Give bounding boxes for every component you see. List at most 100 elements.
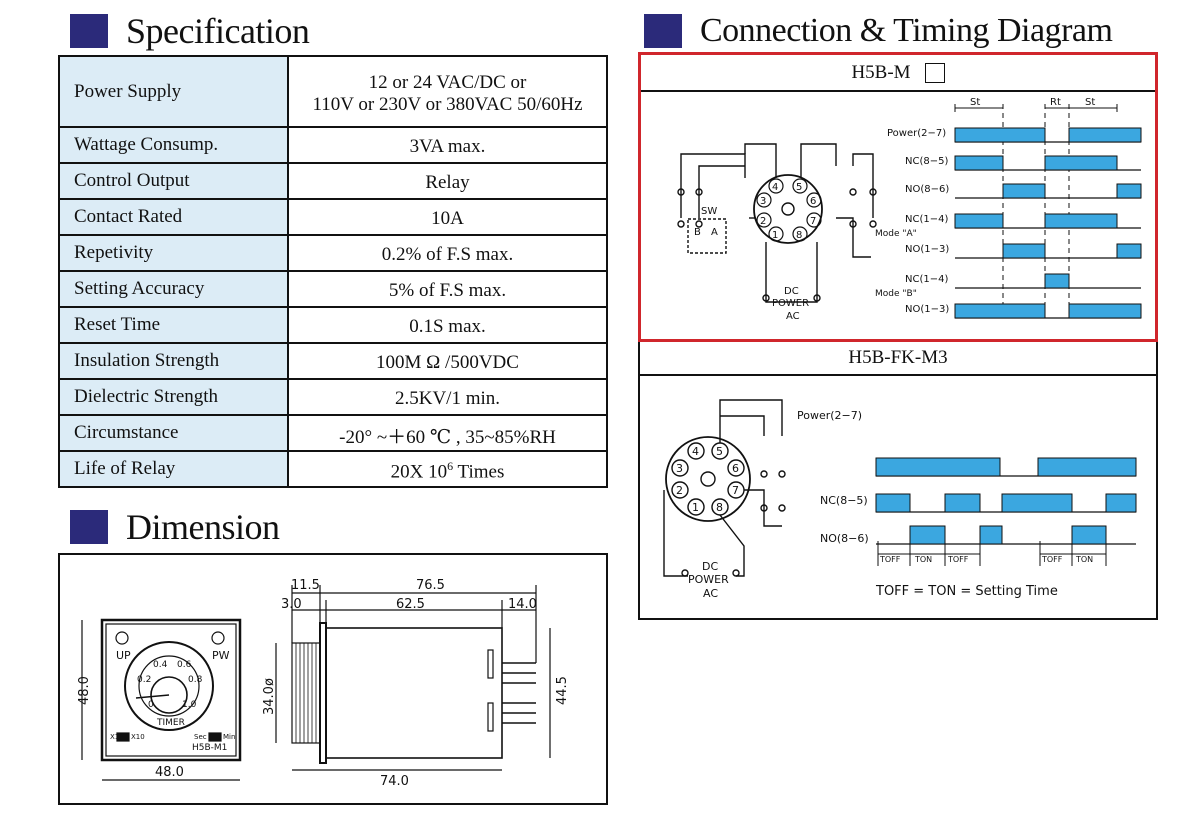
up-knob-icon xyxy=(115,631,129,645)
row-label: NC(8−5) xyxy=(905,156,948,167)
st-label: St xyxy=(970,97,980,108)
pw-led-icon xyxy=(211,631,225,645)
toff-label: TOFF xyxy=(1041,555,1063,564)
unit-switch-icon xyxy=(208,732,222,742)
pin-label: 5 xyxy=(796,182,802,193)
spec-label: Circumstance xyxy=(58,414,289,452)
specification-table: Power Supply 12 or 24 VAC/DC or 110V or … xyxy=(58,55,608,488)
switch-box xyxy=(687,218,727,254)
socket-outline xyxy=(665,436,751,522)
dim-11-5: 11.5 xyxy=(291,578,320,593)
dial-mark: 0.6 xyxy=(177,660,192,670)
pin-label: 1 xyxy=(692,501,699,514)
life-exponent: 6 xyxy=(447,458,454,473)
dial-mark: 1.0 xyxy=(182,700,197,710)
ac-label: AC xyxy=(786,311,800,322)
heading-square-icon xyxy=(644,14,682,48)
pin-label: 6 xyxy=(810,196,816,207)
ac-label: AC xyxy=(703,587,718,600)
h5bfk-panel: H5B-FK-M3 xyxy=(640,342,1156,618)
toff-label: TOFF xyxy=(947,555,969,564)
row-label: NO(1−3) xyxy=(905,244,949,255)
power-label: POWER xyxy=(688,573,729,586)
pin-label: 4 xyxy=(772,182,778,193)
dim-front-height: 48.0 xyxy=(77,676,92,705)
table-row: Wattage Consump.3VA max. xyxy=(58,126,608,164)
connection-heading: Connection & Timing Diagram xyxy=(644,12,1113,50)
x10-label: X10 xyxy=(131,733,145,741)
pin-label: 8 xyxy=(796,230,802,241)
socket-key-icon xyxy=(700,471,716,487)
spec-label: Control Output xyxy=(58,162,289,200)
table-row: Power Supply 12 or 24 VAC/DC or 110V or … xyxy=(58,55,608,128)
dim-34: 34.0ø xyxy=(262,678,277,715)
row-label: NO(8−6) xyxy=(820,532,869,545)
row-label: NC(1−4) xyxy=(905,214,948,225)
spec-label: Wattage Consump. xyxy=(58,126,289,164)
spec-label: Power Supply xyxy=(58,55,289,128)
connection-title: Connection & Timing Diagram xyxy=(700,12,1113,49)
mode-a-label: Mode "A" xyxy=(875,229,917,239)
ton-label: TON xyxy=(1075,555,1093,564)
heading-square-icon xyxy=(70,510,108,544)
pin-label: 6 xyxy=(732,462,739,475)
st-label: St xyxy=(1085,97,1095,108)
timing-legend: TOFF = TON = Setting Time xyxy=(875,584,1058,599)
spec-label: Setting Accuracy xyxy=(58,270,289,308)
dim-76-5: 76.5 xyxy=(416,578,445,593)
row-label: Power(2−7) xyxy=(887,128,946,139)
spec-value: 100M Ω /500VDC xyxy=(287,342,608,380)
spec-value: 0.1S max. xyxy=(287,306,608,344)
toff-label: TOFF xyxy=(879,555,901,564)
mode-b-label: Mode "B" xyxy=(875,289,917,299)
dial-mark: 0.4 xyxy=(153,660,168,670)
spec-value: -20° ~＋60 ℃ , 35~85%RH xyxy=(287,414,608,452)
dc-label: DC xyxy=(784,286,799,297)
up-label: UP xyxy=(116,649,131,662)
table-row: Circumstance-20° ~＋60 ℃ , 35~85%RH xyxy=(58,414,608,452)
spec-value: 5% of F.S max. xyxy=(287,270,608,308)
slot xyxy=(487,702,494,732)
pin-label: 7 xyxy=(810,216,816,227)
row-label: NO(1−3) xyxy=(905,304,949,315)
specification-heading: Specification xyxy=(70,10,310,52)
pin-label: 2 xyxy=(760,216,766,227)
spec-label: Insulation Strength xyxy=(58,342,289,380)
life-base: 20X 10 xyxy=(390,461,448,483)
pin-label: 3 xyxy=(676,462,683,475)
spec-value-line1: 12 or 24 VAC/DC or xyxy=(368,71,527,93)
min-label: Min xyxy=(223,733,235,741)
checkbox-icon xyxy=(924,62,945,83)
h5bm-title: H5B-M xyxy=(851,61,911,83)
row-label: NC(1−4) xyxy=(905,274,948,285)
spec-value: 10A xyxy=(287,198,608,236)
b-label: B xyxy=(694,227,701,238)
spec-label: Dielectric Strength xyxy=(58,378,289,416)
life-tail: Times xyxy=(453,461,505,483)
spec-value: Relay xyxy=(287,162,608,200)
spec-value: 2.5KV/1 min. xyxy=(287,378,608,416)
dimension-drawing: UP PW 0.4 0.6 0.2 0.8 1.0 0 TIMER X1 X10… xyxy=(77,578,570,789)
h5bfk-diagram: 4 5 3 6 2 7 1 8 DC POWER AC Power(2−7) N… xyxy=(663,399,1137,600)
dial-mark: 0.2 xyxy=(137,675,151,685)
spec-value: 20X 106 Times xyxy=(287,450,608,488)
dim-3-0: 3.0 xyxy=(281,597,302,612)
h5bm-diagram: 4 5 3 6 2 7 1 8 SW B A DC POWER AC St Rt… xyxy=(677,97,1142,322)
pw-label: PW xyxy=(212,649,230,662)
socket-outline xyxy=(753,174,823,244)
model-label: H5B-M1 xyxy=(192,743,227,753)
pin-label: 3 xyxy=(760,196,766,207)
dim-62-5: 62.5 xyxy=(396,597,425,612)
socket-key-icon xyxy=(781,202,795,216)
ton-label: TON xyxy=(914,555,932,564)
dim-74-0: 74.0 xyxy=(380,774,409,789)
pin-label: 8 xyxy=(716,501,723,514)
pin-label: 2 xyxy=(676,484,683,497)
dial-mark: 0.8 xyxy=(188,675,203,685)
